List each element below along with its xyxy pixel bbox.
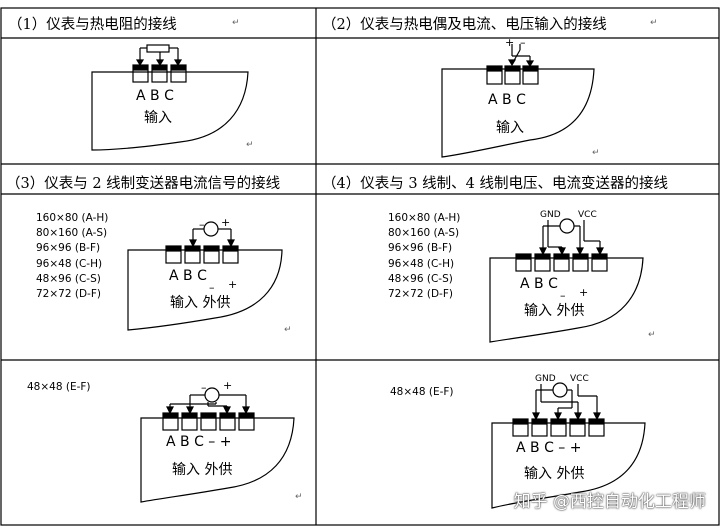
terminal-block: [486, 65, 539, 85]
input-label: 输入: [496, 120, 524, 136]
terminal-block: [162, 412, 255, 431]
terminal-labels: A B C: [488, 92, 526, 108]
two-wire-transmitter-diagram: [127, 221, 283, 331]
terminal-labels: A B C – +: [166, 434, 232, 450]
small-two-wire-diagram: [140, 387, 295, 503]
terminal-labels: A B C – +: [516, 440, 582, 456]
four-wire-transmitter-diagram: [489, 218, 644, 343]
thermocouple-wiring-diagram: [441, 44, 595, 158]
input-supply-label: 输入 外供: [524, 303, 585, 319]
input-supply-label: 输入 外供: [172, 462, 233, 478]
minus-sign: –: [560, 289, 566, 302]
vcc-label: VCC: [578, 210, 597, 220]
vcc-label: VCC: [570, 374, 589, 384]
thermocouple-wires: [507, 44, 535, 68]
small-four-wire-diagram: [491, 382, 646, 509]
minus-sign: –: [201, 381, 207, 394]
gnd-label: GND: [535, 374, 556, 384]
paragraph-mark: ↵: [648, 330, 656, 340]
paragraph-mark: ↵: [232, 18, 240, 28]
watermark: 知乎 @西控自动化工程师: [513, 492, 706, 512]
paragraph-mark: ↵: [592, 148, 600, 158]
minus-sign: –: [520, 36, 526, 49]
paragraph-mark: ↵: [246, 140, 254, 150]
input-label: 输入: [144, 110, 172, 126]
terminal-labels: A B C: [169, 268, 207, 284]
paragraph-mark: ↵: [650, 18, 658, 28]
title-thermocouple: （2）仪表与热电偶及电流、电压输入的接线: [322, 17, 607, 33]
current-source-wires: [166, 387, 250, 415]
input-supply-label: 输入 外供: [524, 466, 585, 482]
model-size-label: 48×48 (E-F): [27, 381, 91, 393]
plus-sign: +: [505, 36, 515, 49]
terminal-block: [132, 64, 187, 83]
terminal-block: [165, 245, 239, 264]
paragraph-mark: ↵: [295, 492, 303, 502]
title-two-wire: （3）仪表与 2 线制变送器电流信号的接线: [6, 176, 281, 192]
rtd-sensor-wires: [135, 44, 183, 67]
transmitter-wires: [539, 218, 604, 256]
plus-sign: +: [223, 379, 233, 392]
table-grid: [0, 7, 720, 526]
gnd-label: GND: [540, 210, 561, 220]
minus-sign: –: [209, 281, 215, 294]
plus-sign: +: [221, 216, 231, 229]
current-source-wires: [189, 221, 235, 248]
model-size-label: 48×48 (E-F): [390, 386, 454, 398]
title-four-wire: （4）仪表与 3 线制、4 线制电压、电流变送器的接线: [322, 176, 669, 192]
paragraph-mark: ↵: [284, 325, 292, 335]
model-size-list: 160×80 (A-H) 80×160 (A-S) 96×96 (B-F) 96…: [388, 212, 461, 301]
terminal-labels: A B C: [520, 276, 558, 292]
terminal-labels: A B C: [136, 88, 174, 104]
model-size-list: 160×80 (A-H) 80×160 (A-S) 96×96 (B-F) 96…: [36, 212, 109, 301]
minus-sign: –: [199, 218, 205, 231]
terminal-block: [515, 253, 608, 272]
transmitter-wires: [532, 382, 601, 421]
rtd-wiring-diagram: [91, 44, 249, 151]
input-supply-label: 输入 外供: [170, 295, 231, 311]
plus-sign: +: [579, 286, 589, 299]
plus-sign: +: [228, 278, 238, 291]
terminal-block: [512, 418, 605, 437]
title-rtd: （1）仪表与热电阻的接线: [8, 17, 177, 33]
